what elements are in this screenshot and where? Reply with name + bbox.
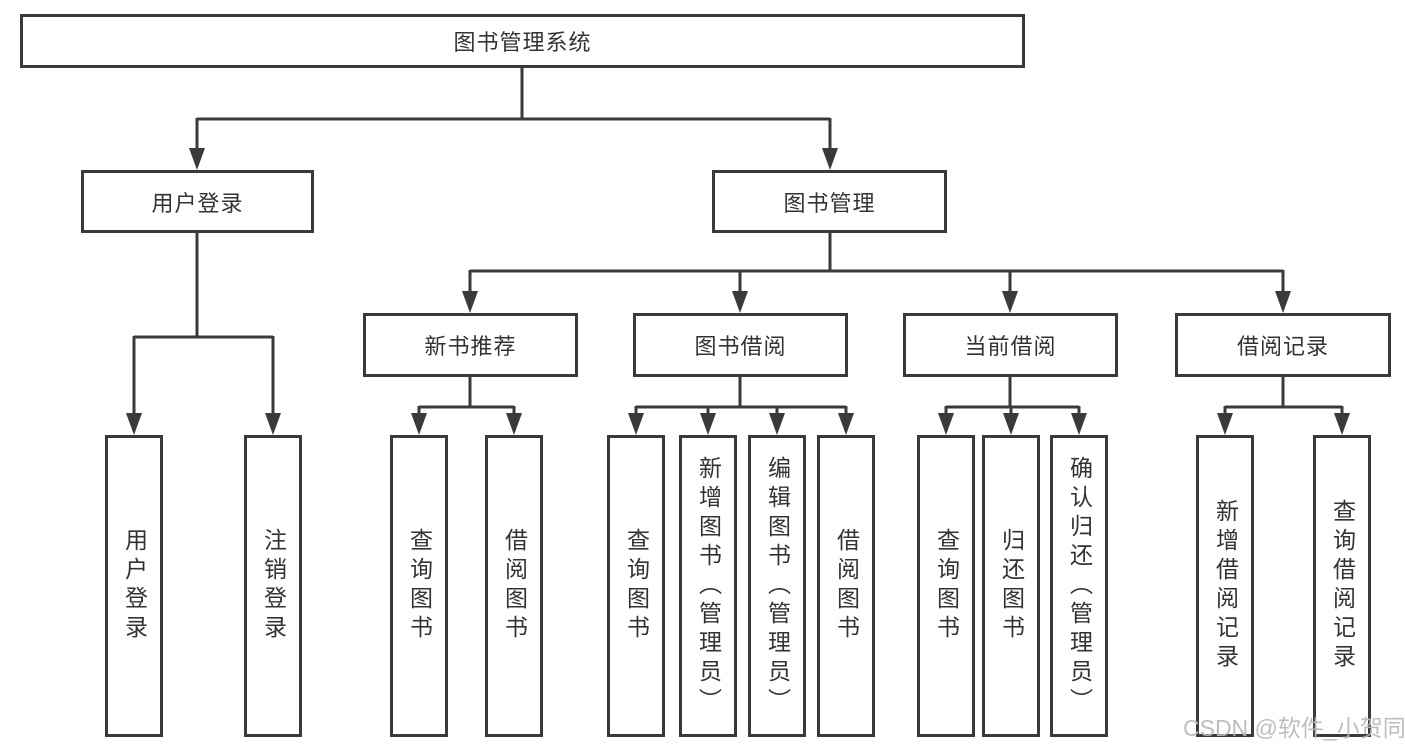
node-label: 确认归还（管理员） (1066, 455, 1093, 717)
node-label: 用户登录 (121, 528, 148, 644)
leaf-borrow-books: 借阅图书 (817, 435, 875, 737)
leaf-query-borrow-record: 查询借阅记录 (1313, 435, 1371, 737)
leaf-borrow-books-recommend: 借阅图书 (485, 435, 543, 737)
node-label: 新增借阅记录 (1212, 499, 1239, 673)
node-label: 新书推荐 (424, 334, 517, 359)
node-label: 用户登录 (151, 190, 244, 216)
node-label: 新增图书（管理员） (695, 455, 722, 717)
node-label: 当前借阅 (964, 334, 1057, 359)
node-label: 借阅图书 (833, 528, 860, 644)
leaf-query-books-recommend: 查询图书 (390, 435, 448, 737)
leaf-add-books-admin: 新增图书（管理员） (679, 435, 737, 737)
node-label: 查询图书 (933, 528, 960, 644)
node-label: 归还图书 (998, 528, 1025, 644)
leaf-edit-books-admin: 编辑图书（管理员） (748, 435, 806, 737)
leaf-logout: 注销登录 (244, 435, 302, 737)
node-label: 借阅记录 (1236, 334, 1329, 359)
leaf-user-login: 用户登录 (105, 435, 163, 737)
csdn-watermark: CSDN @软件_小贺同学 (1183, 715, 1405, 741)
node-new-book-recommend: 新书推荐 (363, 313, 578, 377)
node-label: 查询图书 (623, 528, 650, 644)
node-borrow-records: 借阅记录 (1175, 313, 1391, 377)
node-book-borrow: 图书借阅 (633, 313, 848, 377)
node-label: 图书管理系统 (453, 30, 592, 55)
node-label: 借阅图书 (501, 528, 528, 644)
node-user-login-branch: 用户登录 (81, 170, 314, 233)
node-label: 注销登录 (260, 528, 287, 644)
node-label: 编辑图书（管理员） (764, 455, 791, 717)
node-current-borrow: 当前借阅 (903, 313, 1118, 377)
node-label: 查询借阅记录 (1329, 499, 1356, 673)
leaf-add-borrow-record: 新增借阅记录 (1196, 435, 1254, 737)
node-label: 查询图书 (406, 528, 433, 644)
leaf-query-books-current: 查询图书 (917, 435, 975, 737)
leaf-return-books: 归还图书 (982, 435, 1040, 737)
node-root-library-system: 图书管理系统 (20, 14, 1025, 68)
node-book-management: 图书管理 (712, 170, 947, 233)
leaf-query-books-borrow: 查询图书 (607, 435, 665, 737)
node-label: 图书借阅 (694, 334, 787, 359)
leaf-confirm-return-admin: 确认归还（管理员） (1050, 435, 1108, 737)
arrowheads (126, 148, 1350, 435)
node-label: 图书管理 (783, 190, 876, 216)
